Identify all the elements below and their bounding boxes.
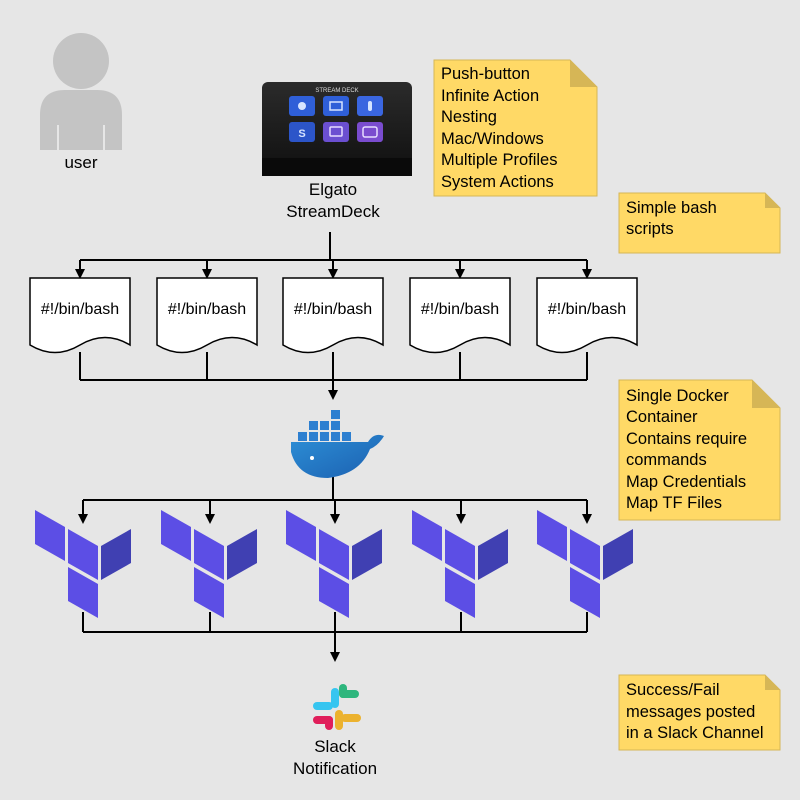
stream-deck-brand: STREAM DECK xyxy=(315,88,358,94)
connectors xyxy=(75,232,592,662)
note-features-line-6: System Actions xyxy=(441,173,554,191)
script-node-1: #!/bin/bash xyxy=(29,277,131,354)
terraform-icon xyxy=(161,510,257,618)
slack-node: Slack Notification xyxy=(293,684,377,778)
script-node-4: #!/bin/bash xyxy=(409,277,511,354)
note-docker-line-2: Container xyxy=(626,408,698,426)
note-features-line-2: Infinite Action xyxy=(441,87,539,105)
note-slack-line-2: messages posted xyxy=(626,703,755,721)
script-label-3: #!/bin/bash xyxy=(294,301,372,318)
slack-label-line2: Notification xyxy=(293,759,377,778)
user-label: user xyxy=(64,153,97,172)
script-node-5: #!/bin/bash xyxy=(536,277,638,354)
terraform-icon xyxy=(286,510,382,618)
script-label-1: #!/bin/bash xyxy=(41,301,119,318)
note-features-line-5: Multiple Profiles xyxy=(441,151,557,169)
note-features: Push-button Infinite Action Nesting Mac/… xyxy=(433,59,598,197)
note-features-line-4: Mac/Windows xyxy=(441,130,544,148)
note-slack-line-1: Success/Fail xyxy=(626,681,720,699)
stream-deck-label-line1: Elgato xyxy=(309,180,357,199)
note-docker: Single Docker Container Contains require… xyxy=(618,379,781,521)
note-docker-line-4: commands xyxy=(626,451,707,469)
script-node-2: #!/bin/bash xyxy=(156,277,258,354)
note-docker-line-3: Contains require xyxy=(626,430,747,448)
svg-text:S: S xyxy=(298,128,305,140)
note-bash-line-1: Simple bash xyxy=(626,199,717,217)
stream-deck-label-line2: StreamDeck xyxy=(286,202,380,221)
script-label-5: #!/bin/bash xyxy=(548,301,626,318)
note-slack-line-3: in a Slack Channel xyxy=(626,724,764,742)
terraform-icons xyxy=(35,510,633,618)
script-node-3: #!/bin/bash xyxy=(282,277,384,354)
user-node: user xyxy=(40,33,122,172)
docker-icon xyxy=(291,410,384,478)
note-bash-line-2: scripts xyxy=(626,220,674,238)
stream-deck-icon: STREAM DECK S xyxy=(262,82,412,176)
note-features-line-1: Push-button xyxy=(441,65,530,83)
script-label-2: #!/bin/bash xyxy=(168,301,246,318)
note-slack: Success/Fail messages posted in a Slack … xyxy=(618,674,781,751)
note-docker-line-1: Single Docker xyxy=(626,387,729,405)
note-bash: Simple bash scripts xyxy=(618,192,781,254)
terraform-icon xyxy=(412,510,508,618)
script-label-4: #!/bin/bash xyxy=(421,301,499,318)
note-docker-line-6: Map TF Files xyxy=(626,494,722,512)
terraform-icon xyxy=(537,510,633,618)
stream-deck-node: STREAM DECK S Elgato StreamDeck xyxy=(262,82,412,221)
user-icon xyxy=(40,33,122,150)
slack-label-line1: Slack xyxy=(314,737,356,756)
slack-icon xyxy=(313,684,361,730)
note-features-line-3: Nesting xyxy=(441,108,497,126)
note-docker-line-5: Map Credentials xyxy=(626,473,746,491)
terraform-icon xyxy=(35,510,131,618)
